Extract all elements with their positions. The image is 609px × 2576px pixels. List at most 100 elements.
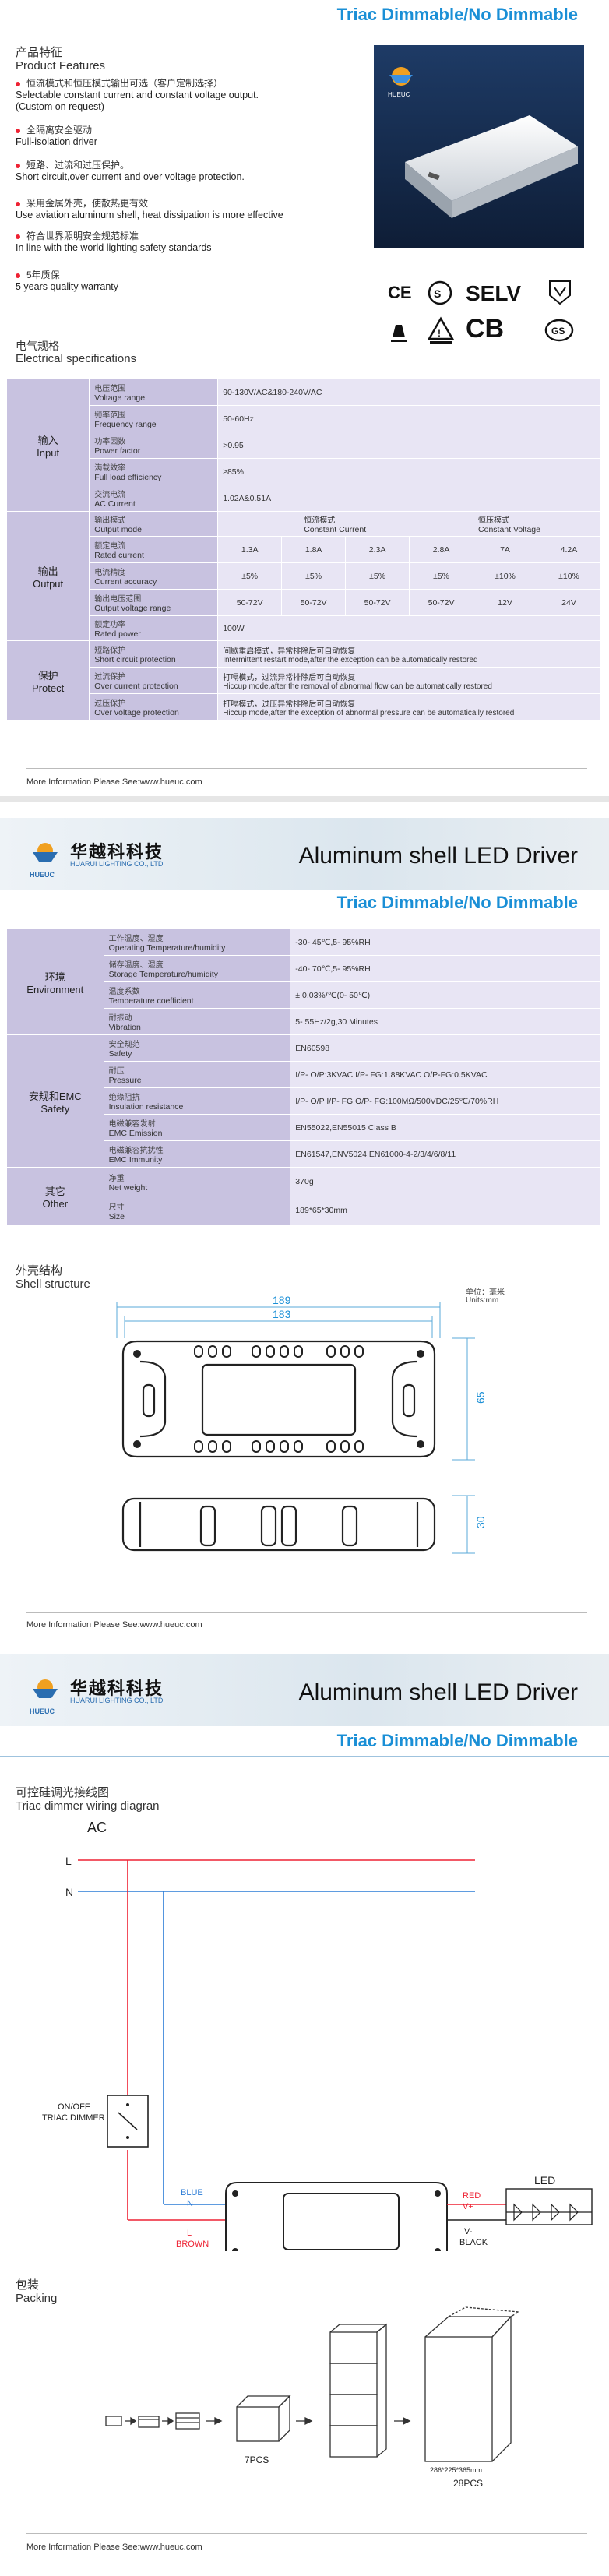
electrical-title-en: Electrical specifications (16, 352, 137, 365)
red-label: RED (463, 2191, 481, 2201)
unit-en: Units:mm (466, 1296, 499, 1305)
row-value: 50-60Hz (218, 406, 600, 432)
bullet-icon (16, 81, 20, 86)
ac-label: AC (87, 1820, 107, 1835)
blue-label: BLUE (181, 2188, 203, 2197)
fire-safety-icon (549, 280, 571, 305)
feature-item: 5年质保 5 years quality warranty (16, 270, 119, 292)
bullet-icon (16, 234, 20, 239)
footer-rule (26, 1612, 587, 1613)
page-2: 华越科科技 HUARUI LIGHTING CO., LTD HUEUC Alu… (0, 802, 609, 1636)
vminus-label: V- (464, 2227, 473, 2236)
brand-logo-icon (33, 843, 58, 862)
row-value: -40- 70℃,5- 95%RH (290, 956, 600, 981)
row-value: 5- 55Hz/2g,30 Minutes (290, 1009, 600, 1034)
doc-title: Aluminum shell LED Driver (298, 843, 578, 869)
packing-title-cn: 包装 (16, 2278, 40, 2292)
pcs7-label: 7PCS (245, 2454, 269, 2465)
row-value: I/P- O/P:3KVAC I/P- FG:1.88KVAC O/P-FG:0… (290, 1062, 600, 1087)
brand-name-cn: 华越科科技 (70, 1679, 164, 1698)
cell: ±5% (282, 563, 346, 589)
features-title-en: Product Features (16, 59, 106, 72)
packing-title-en: Packing (16, 2292, 58, 2305)
footer-link[interactable]: More Information Please See:www.hueuc.co… (26, 1620, 202, 1630)
driver-body-icon (225, 2182, 448, 2251)
page-header: 华越科科技 HUARUI LIGHTING CO., LTD HUEUC Alu… (0, 818, 609, 890)
recycle-icon (391, 325, 407, 342)
unit-cn: 单位：毫米 (466, 1288, 505, 1297)
cell: 4.2A (537, 537, 600, 562)
brand-sub: HUEUC (30, 871, 55, 879)
unit-icon (105, 2416, 122, 2426)
ce-mark: CE (388, 283, 412, 302)
cell: ±5% (218, 563, 282, 589)
page-3: 华越科科技 HUARUI LIGHTING CO., LTD HUEUC Alu… (0, 1636, 609, 2576)
cell: 2.8A (410, 537, 473, 562)
electrical-title-cn: 电气规格 (16, 340, 59, 352)
product-photo: HUEUC (374, 45, 584, 248)
warning-icon: ! (427, 316, 455, 344)
product-logo-text: HUEUC (388, 91, 410, 98)
black-label: BLACK (459, 2238, 488, 2247)
row-value: ≥85% (218, 459, 600, 485)
l-label: L (65, 1855, 72, 1867)
packing-diagram: 7PCS 286*225*365mm 28PCS (105, 2306, 521, 2489)
footer-link[interactable]: More Information Please See:www.hueuc.co… (26, 2543, 202, 2552)
footer-rule (26, 2533, 587, 2534)
svg-text:!: ! (438, 328, 441, 339)
cell: 50-72V (218, 590, 282, 615)
page-header: 华越科科技 HUARUI LIGHTING CO., LTD HUEUC Alu… (0, 1654, 609, 1726)
carton-icon (424, 2336, 493, 2462)
row-value: >0.95 (218, 432, 600, 458)
dimmable-title: Triac Dimmable/No Dimmable (336, 5, 578, 24)
row-value: 100W (218, 616, 600, 640)
inner-box-icon (236, 2406, 280, 2442)
wiring-title-en: Triac dimmer wiring diagran (16, 1799, 160, 1813)
shell-title-en: Shell structure (16, 1277, 90, 1291)
feature-item: 符合世界照明安全规范标准 In line with the world ligh… (16, 231, 212, 253)
cell: 7A (473, 537, 537, 562)
dim-overall: 189 (273, 1294, 291, 1306)
footer-link[interactable]: More Information Please See:www.hueuc.co… (26, 777, 202, 787)
brand-name-en: HUARUI LIGHTING CO., LTD (70, 1697, 164, 1704)
dim-thick: 30 (474, 1516, 487, 1528)
row-value: 370g (290, 1168, 600, 1196)
row-value: EN55022,EN55015 Class B (290, 1115, 600, 1140)
cell: 1.3A (218, 537, 282, 562)
shell-drawing: 189 183 65 30 (116, 1294, 487, 1554)
row-value: -30- 45℃,5- 95%RH (290, 929, 600, 955)
vplus-label: V+ (463, 2202, 473, 2211)
cell: 50-72V (346, 590, 410, 615)
dimmer-label-1: ON/OFF (58, 2102, 90, 2112)
dimmer-label-2: TRIAC DIMMER (42, 2113, 105, 2123)
footer-rule (26, 768, 587, 769)
cell: ±10% (537, 563, 600, 589)
bullet-icon (16, 273, 20, 278)
logo-icon (389, 67, 413, 86)
brand-name-en: HUARUI LIGHTING CO., LTD (70, 860, 164, 868)
dim-inner: 183 (273, 1308, 291, 1320)
cell: 50-72V (282, 590, 346, 615)
